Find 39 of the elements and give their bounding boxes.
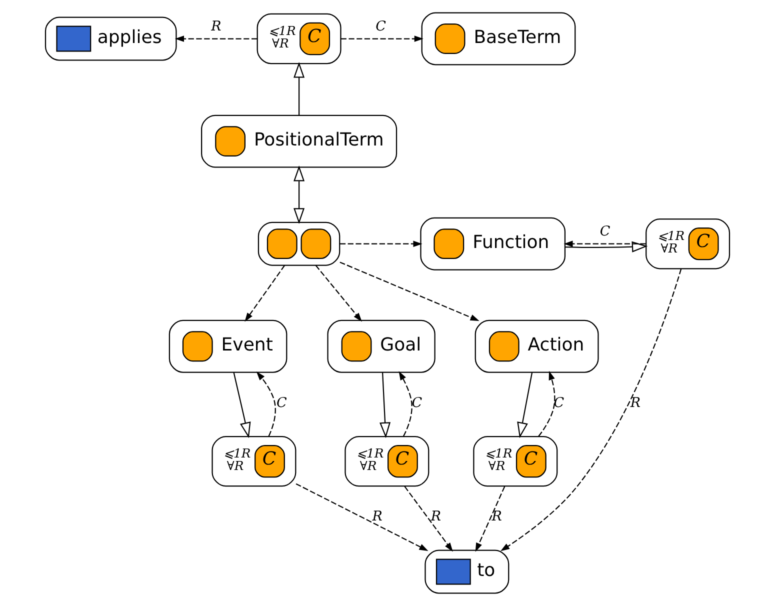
arrow bbox=[339, 240, 422, 247]
arrow bbox=[244, 264, 285, 322]
arrow bbox=[398, 371, 412, 437]
edge-label: R bbox=[372, 508, 382, 525]
arrow bbox=[404, 486, 452, 552]
arrow bbox=[314, 264, 362, 322]
node-box: BaseTerm bbox=[420, 12, 576, 66]
arrow bbox=[293, 166, 304, 224]
node-box bbox=[257, 222, 340, 266]
node-box: Function bbox=[420, 217, 566, 270]
node-box: to bbox=[424, 550, 509, 594]
edge-label: R bbox=[210, 18, 221, 34]
node-box: Action bbox=[474, 320, 598, 373]
edge-label: R bbox=[491, 508, 502, 525]
node-box: Goal bbox=[326, 320, 435, 373]
arrow bbox=[340, 36, 423, 42]
node-box: PositionalTerm bbox=[200, 114, 397, 168]
node-box: Event bbox=[168, 320, 287, 373]
arrow bbox=[232, 372, 250, 438]
arrow bbox=[474, 486, 505, 552]
arrow bbox=[339, 262, 479, 322]
edge-label: R bbox=[630, 394, 640, 411]
arrow bbox=[538, 370, 555, 437]
edge-label: C bbox=[276, 394, 286, 411]
node-box: applies bbox=[44, 16, 176, 61]
edge-label: R bbox=[430, 508, 441, 525]
edge-label: C bbox=[375, 18, 386, 34]
arrow bbox=[293, 62, 304, 116]
arrow bbox=[563, 240, 646, 247]
arrow bbox=[500, 268, 682, 552]
arrow bbox=[295, 483, 428, 551]
edge-label: C bbox=[599, 224, 610, 240]
arrow bbox=[256, 371, 276, 436]
arrow bbox=[174, 36, 257, 42]
edge-label: C bbox=[553, 394, 564, 411]
edge-label: C bbox=[411, 394, 422, 411]
arrow bbox=[516, 372, 532, 438]
arrow bbox=[379, 372, 390, 438]
arrow bbox=[564, 241, 648, 252]
